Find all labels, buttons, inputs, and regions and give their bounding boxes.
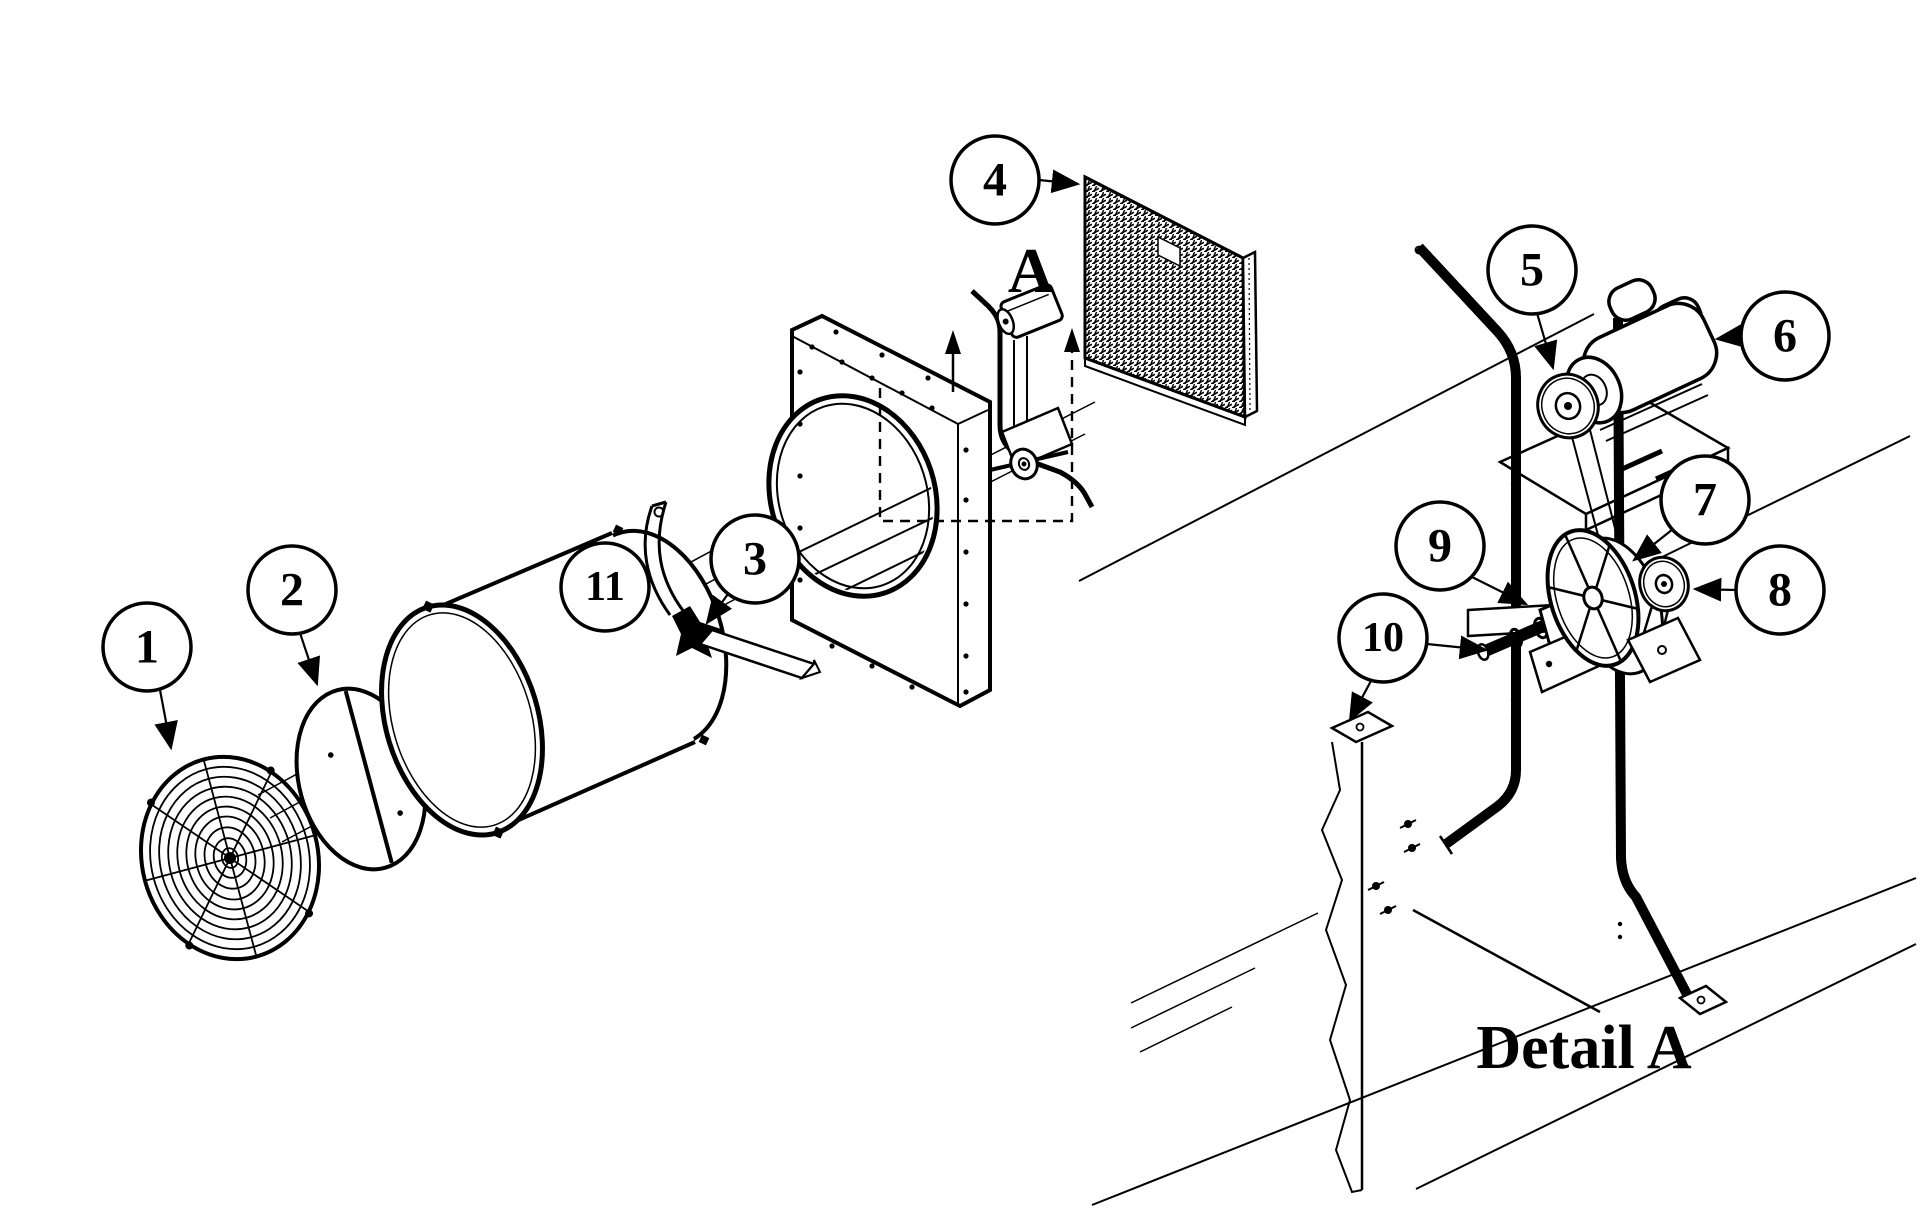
callout-10-label: 10 (1362, 615, 1404, 661)
callout-5-label: 5 (1520, 244, 1544, 297)
fan-guard-grille (138, 754, 322, 962)
callout-8-label: 8 (1768, 564, 1792, 617)
detail-a-caption: Detail A (1476, 1014, 1691, 1082)
detail-boundary-dashed (878, 328, 1080, 523)
drive-pulley (1545, 528, 1664, 676)
motor-pulley (1536, 372, 1600, 440)
callout-1: 1 (101, 601, 193, 693)
callout-6-label: 6 (1773, 310, 1797, 363)
callout-6: 6 (1739, 290, 1831, 382)
callout-3-label: 3 (743, 533, 767, 586)
mount-bracket (643, 500, 822, 681)
detail-marker-a: A (1008, 235, 1054, 306)
mesh-guard-panel (1083, 174, 1259, 427)
callout-3: 3 (709, 513, 801, 605)
callout-11-label: 11 (585, 564, 625, 610)
motor-hanger-assembly (970, 283, 1095, 509)
callout-4-label: 4 (983, 154, 1007, 207)
callout-9: 9 (1394, 500, 1486, 592)
drive-belt (1571, 429, 1619, 541)
callout-10: 10 (1337, 592, 1429, 684)
flow-arrow-solid (945, 330, 961, 392)
fan-drum (379, 524, 729, 839)
callout-8: 8 (1734, 544, 1826, 636)
callout-11: 11 (559, 541, 651, 633)
mount-bolts (1367, 819, 1421, 915)
callout-7-label: 7 (1693, 474, 1717, 527)
callout-2-label: 2 (280, 564, 304, 617)
right-support-tube (1613, 317, 1729, 1016)
callout-9-label: 9 (1428, 520, 1452, 573)
callout-2: 2 (246, 544, 338, 636)
wall-frame-panel (766, 313, 992, 709)
idler-pulley (1626, 555, 1702, 684)
callout-7: 7 (1659, 454, 1751, 546)
callout-4: 4 (949, 134, 1041, 226)
callout-5: 5 (1486, 224, 1578, 316)
callout-1-label: 1 (135, 621, 159, 674)
leader-lines (154, 169, 1745, 751)
panel-rivets (797, 329, 969, 695)
wall-mount-bracket (1320, 710, 1421, 1194)
